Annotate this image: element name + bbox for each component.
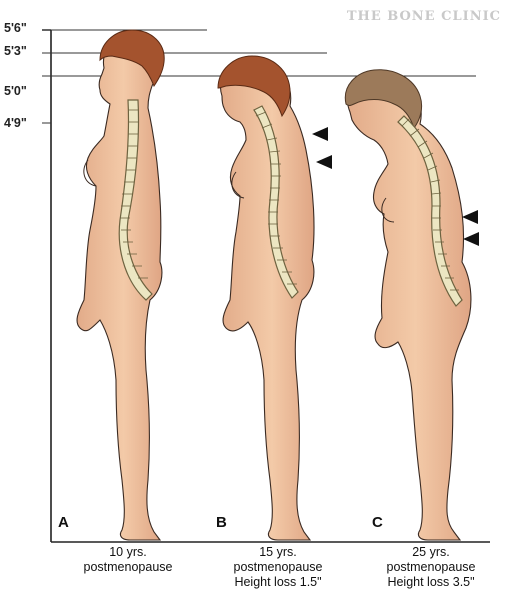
caption-c-line-3: Height loss 3.5": [361, 575, 501, 590]
panel-label-a: A: [58, 514, 69, 531]
height-label-5-3: 5'3": [4, 44, 27, 58]
caption-b-line-2: postmenopause: [208, 560, 348, 575]
arrowhead-b-lower: [316, 155, 332, 169]
caption-a-line-1: 10 yrs.: [58, 545, 198, 560]
arrowhead-c-upper: [462, 210, 478, 224]
caption-a: 10 yrs. postmenopause: [58, 545, 198, 575]
caption-c-line-1: 25 yrs.: [361, 545, 501, 560]
panel-label-c: C: [372, 514, 383, 531]
figure-b: [218, 56, 314, 540]
caption-a-line-2: postmenopause: [58, 560, 198, 575]
figure-a-body: [77, 34, 162, 540]
watermark: THE BONE CLINIC: [347, 9, 501, 24]
figure-c-body: [348, 76, 471, 540]
height-label-5-0: 5'0": [4, 84, 27, 98]
arrowhead-b-upper: [312, 127, 328, 141]
caption-c: 25 yrs. postmenopause Height loss 3.5": [361, 545, 501, 590]
figure-a: [77, 30, 164, 540]
arrowhead-c-lower: [463, 232, 479, 246]
caption-b: 15 yrs. postmenopause Height loss 1.5": [208, 545, 348, 590]
figure-c: [345, 70, 471, 540]
height-label-5-6: 5'6": [4, 21, 27, 35]
caption-b-line-1: 15 yrs.: [208, 545, 348, 560]
caption-b-line-3: Height loss 1.5": [208, 575, 348, 590]
caption-c-line-2: postmenopause: [361, 560, 501, 575]
panel-label-b: B: [216, 514, 227, 531]
height-label-4-9: 4'9": [4, 116, 27, 130]
